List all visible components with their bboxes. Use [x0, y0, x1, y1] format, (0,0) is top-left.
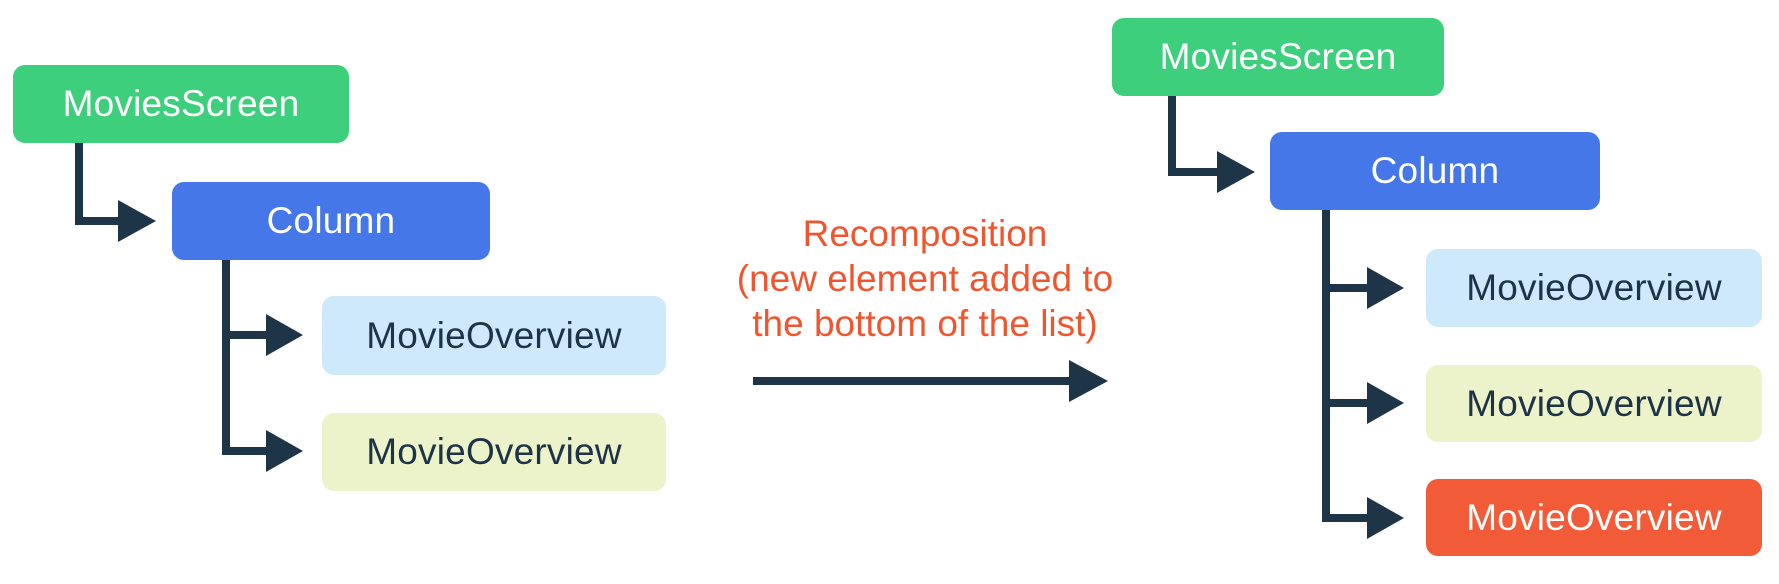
recomposition-arrow-icon	[753, 360, 1108, 402]
left-movies-screen-node: MoviesScreen	[13, 65, 349, 143]
right-movies-screen-node: MoviesScreen	[1112, 18, 1444, 96]
right-branch-arrows	[1322, 210, 1404, 539]
annotation-line-1: Recomposition	[802, 213, 1048, 254]
right-elbow-arrow	[1168, 96, 1255, 193]
right-movie-overview-node-2: MovieOverview	[1426, 365, 1762, 442]
left-branch-arrows	[222, 260, 303, 472]
left-column-node: Column	[172, 182, 490, 260]
annotation-line-2: (new element added to	[736, 258, 1114, 299]
left-elbow-arrow	[75, 143, 156, 242]
annotation-line-3: the bottom of the list)	[752, 303, 1098, 344]
left-movie-overview-node-2: MovieOverview	[322, 413, 666, 491]
left-movie-overview-node-1: MovieOverview	[322, 296, 666, 375]
right-movie-overview-node-3-new: MovieOverview	[1426, 479, 1762, 556]
recomposition-annotation: Recomposition (new element added to the …	[675, 211, 1175, 346]
right-column-node: Column	[1270, 132, 1600, 210]
right-movie-overview-node-1: MovieOverview	[1426, 249, 1762, 327]
